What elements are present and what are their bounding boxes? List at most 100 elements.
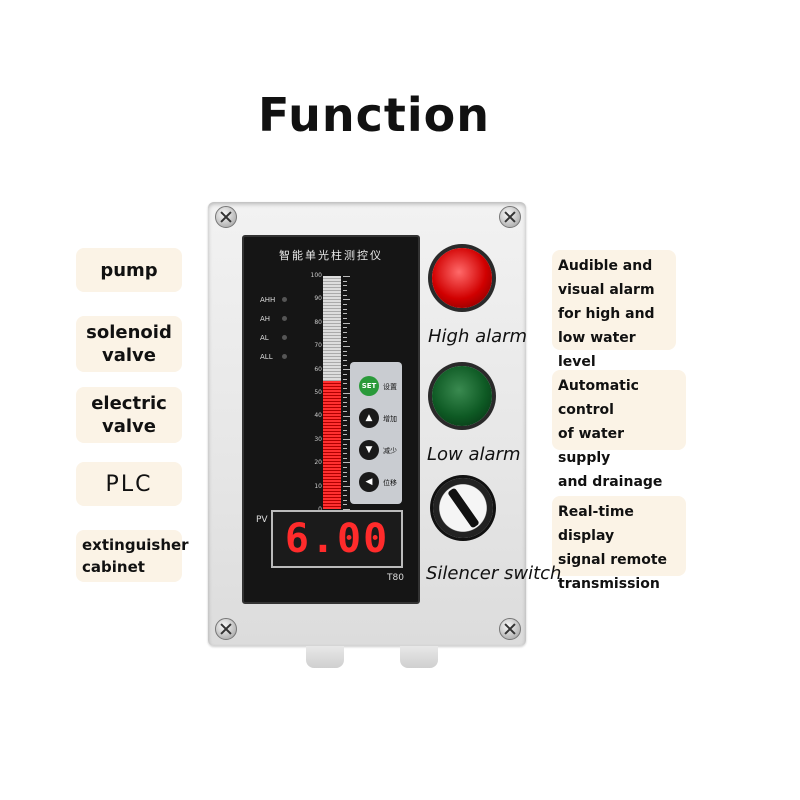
scale-mark: [343, 397, 347, 399]
note-remote-transmission: Real-time display signal remote transmis…: [552, 496, 686, 592]
alarm-label-ahh: AHH: [260, 296, 276, 304]
scale-mark: [343, 355, 347, 357]
scale-mark: [343, 373, 347, 375]
scale-mark: [343, 411, 347, 413]
screw-icon: [499, 206, 521, 228]
silencer-switch[interactable]: [433, 478, 493, 538]
screw-icon: [215, 618, 237, 640]
scale-mark: [343, 476, 347, 478]
caption-low-alarm: Low alarm: [427, 444, 521, 465]
scale-mark: [343, 485, 350, 487]
key-label: 减少: [383, 447, 397, 455]
tag-solenoid-valve: solenoid valve: [76, 316, 182, 372]
scale-mark: [343, 509, 350, 510]
scale-mark: [343, 317, 347, 319]
caption-high-alarm: High alarm: [428, 326, 528, 347]
scale-mark: [343, 285, 347, 287]
scale-mark: [343, 331, 347, 333]
scale-tick-label: 100: [310, 272, 322, 279]
scale-mark: [343, 462, 350, 464]
tag-label: pump: [100, 259, 158, 281]
scale-mark: [343, 336, 347, 338]
scale-mark: [343, 327, 347, 329]
scale-mark: [343, 490, 347, 492]
scale-mark: [343, 504, 347, 506]
instrument-title: 智能单光柱测控仪: [279, 249, 383, 262]
tag-plc: PLC: [76, 462, 182, 506]
model-label: T80: [387, 573, 404, 583]
key-label: 增加: [383, 415, 397, 423]
note-alarm: Audible and visual alarm for high and lo…: [552, 250, 676, 370]
scale-mark: [343, 481, 347, 483]
cable-gland: [400, 646, 438, 668]
caption-silencer-switch: Silencer switch: [426, 563, 562, 584]
tag-label: solenoid valve: [86, 322, 172, 366]
scale-mark: [343, 499, 347, 501]
scale-mark: [343, 359, 347, 361]
level-bar-fill: [323, 380, 341, 509]
scale-mark: [343, 345, 350, 347]
scale-mark: [343, 383, 347, 385]
tag-electric-valve: electric valve: [76, 387, 182, 443]
scale-tick-label: 0: [318, 507, 322, 513]
scale-mark: [343, 303, 347, 305]
scale-mark: [343, 341, 347, 343]
scale-mark: [343, 453, 347, 455]
shift-key[interactable]: ◀: [359, 472, 379, 492]
screw-icon: [499, 618, 521, 640]
scale-mark: [343, 443, 347, 445]
scale-mark: [343, 406, 347, 408]
scale-tick-label: 60: [314, 365, 322, 373]
increase-key[interactable]: ▲: [359, 408, 379, 428]
scale-tick-label: 30: [314, 435, 322, 443]
scale-mark: [343, 364, 347, 366]
keypad: SET 设置 ▲ 增加 ▼ 减少 ◀ 位移: [350, 362, 402, 504]
cable-gland: [306, 646, 344, 668]
alarm-led: [282, 297, 287, 302]
scale-mark: [343, 294, 347, 296]
scale-mark: [343, 471, 347, 473]
alarm-led: [282, 335, 287, 340]
scale-mark: [343, 439, 350, 441]
scale-mark: [343, 415, 350, 417]
scale-mark: [343, 429, 347, 431]
tag-pump: pump: [76, 248, 182, 292]
scale-mark: [343, 276, 350, 277]
key-label: 位移: [383, 479, 397, 487]
scale-tick-label: 90: [314, 295, 322, 303]
tag-extinguisher-cabinet: extinguisher cabinet: [76, 530, 189, 582]
alarm-label-ah: AH: [260, 315, 271, 323]
decrease-key[interactable]: ▼: [359, 440, 379, 460]
tag-label: extinguisher cabinet: [82, 536, 189, 576]
scale-mark: [343, 308, 347, 310]
scale-mark: [343, 350, 347, 352]
set-key[interactable]: SET: [359, 376, 379, 396]
scale-mark: [343, 369, 350, 371]
scale-tick-label: 40: [314, 412, 322, 420]
scale-tick-label: 10: [314, 482, 322, 490]
scale-mark: [343, 495, 347, 497]
scale-mark: [343, 387, 347, 389]
scale-mark: [343, 322, 350, 324]
scale-mark: [343, 457, 347, 459]
pv-label: PV: [256, 515, 268, 525]
scale-mark: [343, 378, 347, 380]
scale-tick-label: 80: [314, 318, 322, 326]
scale-mark: [343, 289, 347, 291]
level-bar: [323, 276, 341, 509]
scale-mark: [343, 313, 347, 315]
scale-tick-label: 50: [314, 389, 322, 396]
scale-mark: [343, 392, 350, 394]
pv-value: 6.00: [284, 516, 390, 562]
scale-mark: [343, 280, 347, 282]
scale-mark: [343, 420, 347, 422]
screw-icon: [215, 206, 237, 228]
scale-mark: [343, 434, 347, 436]
tag-label: PLC: [105, 471, 153, 497]
scale-mark: [343, 448, 347, 450]
note-auto-control: Automatic control of water supply and dr…: [552, 370, 686, 490]
alarm-label-all: ALL: [260, 353, 273, 361]
low-alarm-lamp-icon: [432, 366, 492, 426]
alarm-led: [282, 316, 287, 321]
key-label: 设置: [383, 383, 397, 391]
